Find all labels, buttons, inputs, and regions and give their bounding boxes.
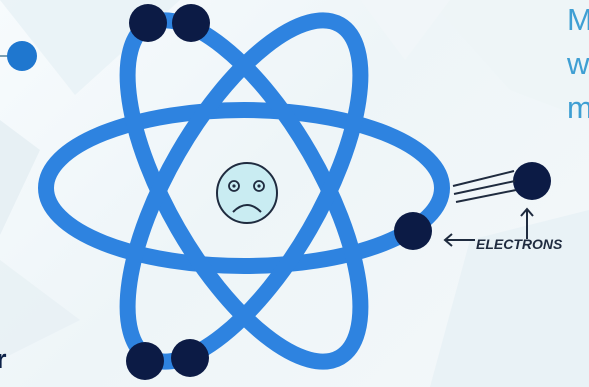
electron-bottom-left (126, 342, 164, 380)
sad-face-icon (217, 163, 277, 223)
electron-top-right (172, 4, 210, 42)
motion-lines (453, 171, 516, 202)
electron-bottom-right (171, 339, 209, 377)
timeline-node-icon (0, 41, 37, 71)
electron-right (394, 212, 432, 250)
electron-escaping (513, 162, 551, 200)
electrons-label: ELECTRONS (476, 236, 563, 252)
electron-top-left (129, 4, 167, 42)
